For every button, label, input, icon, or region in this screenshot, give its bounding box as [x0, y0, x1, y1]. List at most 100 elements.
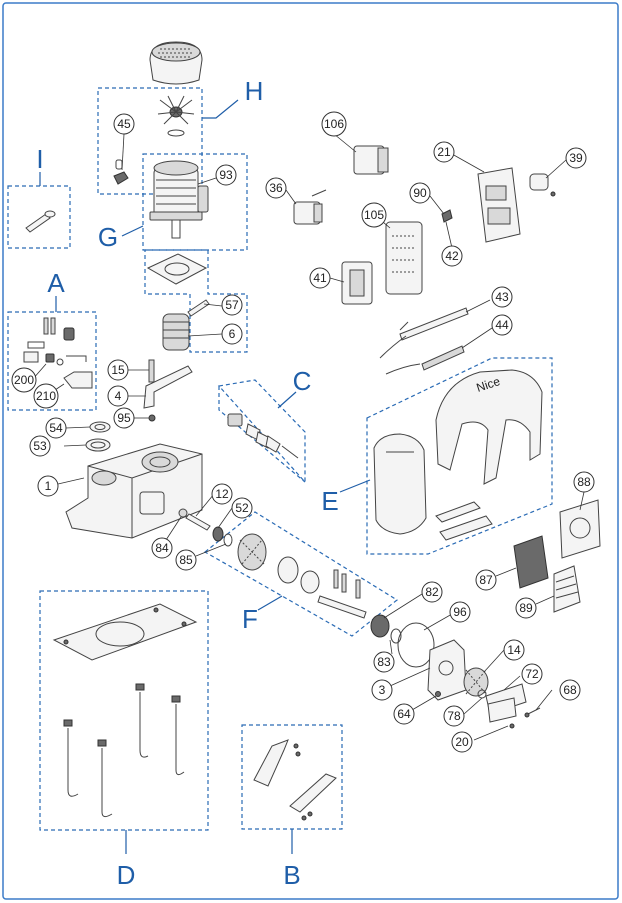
side-cover — [373, 433, 427, 535]
callout-15: 15 — [107, 359, 129, 381]
callout-20: 20 — [451, 731, 473, 753]
fan-cover — [149, 41, 203, 85]
part-6-worm — [162, 313, 190, 351]
group-box-e — [366, 357, 553, 555]
callout-72: 72 — [521, 663, 543, 685]
part-3-flange — [427, 639, 467, 701]
motor — [149, 160, 209, 239]
part-85-ring — [223, 533, 233, 547]
callout-200: 200 — [11, 367, 37, 393]
callout-57: 57 — [221, 294, 243, 316]
part-68-screw — [524, 707, 541, 718]
part-52-bearing — [212, 526, 224, 542]
part-14-pinion — [463, 667, 489, 697]
fan-impeller — [157, 95, 195, 137]
svg-text:39: 39 — [569, 151, 583, 165]
callout-78: 8478 — [443, 705, 465, 727]
group-box-a — [7, 311, 97, 411]
svg-text:85: 85 — [179, 553, 193, 567]
group-box-f — [203, 511, 399, 637]
svg-text:45: 45 — [117, 117, 131, 131]
callout-12: 12 — [211, 483, 233, 505]
callout-87-label: 87 — [479, 573, 493, 587]
group-label-f: F — [242, 604, 258, 634]
part-105-module — [385, 221, 423, 295]
svg-text:72: 72 — [525, 667, 539, 681]
svg-text:95: 95 — [117, 411, 131, 425]
part-87-filter — [513, 535, 549, 589]
svg-text:43: 43 — [495, 290, 509, 304]
group-label-a: A — [47, 268, 65, 298]
callout-88: 88 — [573, 471, 595, 493]
callout-43: 43 — [491, 286, 513, 308]
part-12-shaft — [185, 513, 211, 531]
svg-text:83: 83 — [377, 655, 391, 669]
callout-105: 105 — [361, 202, 387, 228]
part-41-bracket — [341, 261, 373, 305]
limit-switch-kit — [23, 317, 93, 389]
callout-96: 96 — [449, 601, 471, 623]
callout-4: 4 — [107, 385, 129, 407]
group-label-b: B — [283, 860, 300, 890]
callout-41: 41 — [309, 267, 331, 289]
callout-39: 39 — [565, 147, 587, 169]
part-39-fuse — [529, 173, 556, 197]
svg-text:42: 42 — [445, 249, 459, 263]
part-57-pin — [187, 299, 210, 317]
svg-text:52: 52 — [235, 501, 249, 515]
limit-switch-parts — [227, 413, 299, 459]
part-4-lever — [143, 365, 193, 409]
callout-64: 64 — [393, 703, 415, 725]
cover-foam-pieces — [435, 501, 493, 541]
svg-text:36: 36 — [269, 181, 283, 195]
part-36-capacitor — [293, 189, 327, 225]
part-88-fan-grille — [559, 499, 601, 559]
callout-93: 93 — [215, 164, 237, 186]
svg-text:54: 54 — [49, 421, 63, 435]
callout-3: 3 — [371, 679, 393, 701]
part-45-clip — [113, 159, 129, 185]
part-83-washer — [390, 628, 402, 644]
callout-54: 54 — [45, 417, 67, 439]
svg-text:200: 200 — [14, 373, 34, 387]
callout-95: 95 — [113, 407, 135, 429]
part-95-washer — [148, 414, 156, 422]
part-90-screw — [441, 209, 453, 223]
callout-87: 8387 — [475, 569, 497, 591]
svg-text:1: 1 — [45, 479, 52, 493]
part-15-pin — [148, 359, 155, 383]
callout-leaders — [31, 133, 585, 741]
part-54-seal — [89, 421, 111, 433]
rack-bracket-lower — [289, 773, 337, 821]
svg-text:82: 82 — [425, 585, 439, 599]
svg-text:105: 105 — [364, 208, 384, 222]
motor-gasket — [146, 253, 208, 285]
group-box-c-edge — [218, 386, 306, 483]
svg-text:96: 96 — [453, 605, 467, 619]
group-box-h — [97, 87, 203, 195]
group-label-h: H — [245, 76, 264, 106]
callout-78-label: 78 — [447, 709, 461, 723]
group-label-c: C — [293, 366, 312, 396]
gearbox-housing — [65, 443, 203, 539]
group-label-i: I — [36, 144, 43, 174]
callout-106: 106 — [321, 111, 347, 137]
svg-text:44: 44 — [495, 318, 509, 332]
callout-6: 6 — [221, 323, 243, 345]
part-20-cover — [487, 697, 517, 729]
svg-text:4: 4 — [115, 389, 122, 403]
part-106-transformer — [353, 145, 389, 175]
group-box-d — [39, 590, 209, 831]
svg-text:21: 21 — [437, 145, 451, 159]
svg-text:15: 15 — [111, 363, 125, 377]
svg-text:64: 64 — [397, 707, 411, 721]
svg-text:84: 84 — [155, 541, 169, 555]
svg-text:88: 88 — [577, 475, 591, 489]
part-82-bearing — [370, 614, 390, 638]
part-64-screw — [435, 691, 441, 697]
group-labels: H G I A C E F D B — [36, 76, 338, 890]
callout-52: 52 — [231, 497, 253, 519]
part-96-oring — [397, 622, 435, 668]
